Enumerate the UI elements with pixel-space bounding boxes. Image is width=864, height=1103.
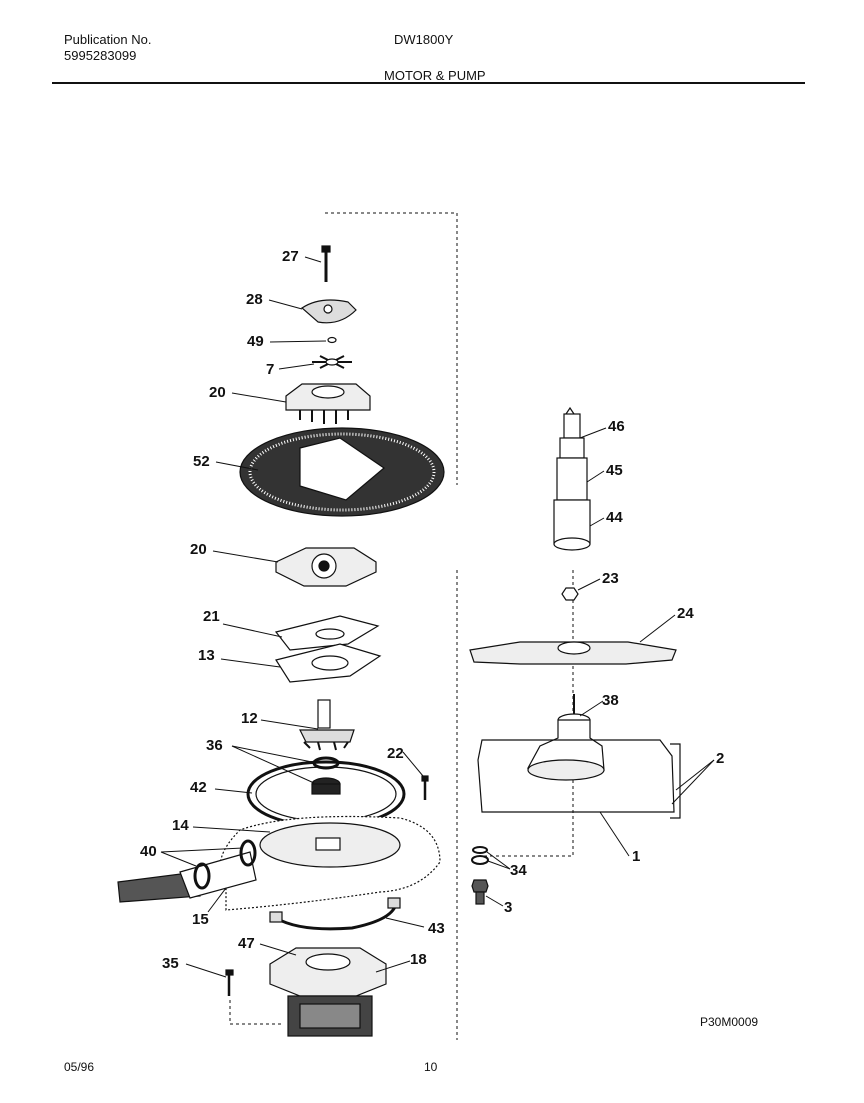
part-pump-base-14: [219, 815, 441, 911]
label-part-36: 36: [206, 737, 223, 754]
section-title: MOTOR & PUMP: [384, 68, 486, 83]
part-hub-38: [527, 694, 605, 781]
publication-number: 5995283099: [64, 48, 137, 63]
label-part-15: 15: [192, 911, 209, 928]
part-cover-28: [301, 299, 357, 324]
label-part-18: 18: [410, 951, 427, 968]
leader-lines: [160, 256, 715, 978]
part-filter-52: [239, 427, 445, 517]
label-part-7: 7: [266, 361, 274, 378]
part-oring-49: [327, 336, 337, 344]
part-spray-arm-24: [469, 641, 677, 665]
label-part-46: 46: [608, 418, 625, 435]
label-part-3: 3: [504, 899, 512, 916]
label-part-1: 1: [632, 848, 640, 865]
part-ring-43: [269, 897, 401, 931]
label-part-35: 35: [162, 955, 179, 972]
label-part-20-bottom: 20: [190, 541, 207, 558]
part-motor-18: [269, 947, 387, 1037]
part-nut-23: [561, 587, 579, 601]
part-screw-27: [321, 245, 331, 282]
label-part-12: 12: [241, 710, 258, 727]
assembly-guide-lines: [229, 212, 574, 1040]
model-number: DW1800Y: [394, 32, 454, 47]
part-housing-20-bottom: [275, 547, 377, 587]
part-labels: 27 28 49 7 20 52 20 21 13 12 36 42 22 14…: [140, 248, 724, 972]
part-bolt-3: [471, 879, 489, 905]
publication-label: Publication No.: [64, 32, 152, 47]
label-part-38: 38: [602, 692, 619, 709]
part-spray-tower: [553, 406, 591, 551]
part-gasket-21: [274, 615, 380, 651]
label-part-40: 40: [140, 843, 157, 860]
part-frame-1: [477, 739, 681, 819]
diagram-code: P30M0009: [700, 1015, 759, 1029]
label-part-21: 21: [203, 608, 220, 625]
label-part-34: 34: [510, 862, 527, 879]
part-gasket-13: [275, 643, 382, 683]
part-screw-22: [421, 775, 429, 800]
label-part-27: 27: [282, 248, 299, 265]
part-impeller-12: [299, 699, 355, 751]
label-part-23: 23: [602, 570, 619, 587]
page-number: 10: [424, 1060, 438, 1074]
label-part-45: 45: [606, 462, 623, 479]
label-part-47: 47: [238, 935, 255, 952]
revision-date: 05/96: [64, 1060, 95, 1074]
label-part-14: 14: [172, 817, 189, 834]
label-part-13: 13: [198, 647, 215, 664]
part-screw-35: [225, 969, 234, 996]
label-part-28: 28: [246, 291, 263, 308]
part-spider-7: [312, 355, 352, 369]
label-part-22: 22: [387, 745, 404, 762]
label-part-24: 24: [677, 605, 694, 622]
part-clamp-40: [193, 839, 257, 890]
label-part-42: 42: [190, 779, 207, 796]
label-part-49: 49: [247, 333, 264, 350]
label-part-2: 2: [716, 750, 724, 767]
part-washer-34: [471, 846, 489, 865]
label-part-44: 44: [606, 509, 623, 526]
header-rule: [52, 82, 805, 84]
part-housing-20-top: [285, 383, 371, 424]
label-part-20-top: 20: [209, 384, 226, 401]
label-part-52: 52: [193, 453, 210, 470]
label-part-43: 43: [428, 920, 445, 937]
